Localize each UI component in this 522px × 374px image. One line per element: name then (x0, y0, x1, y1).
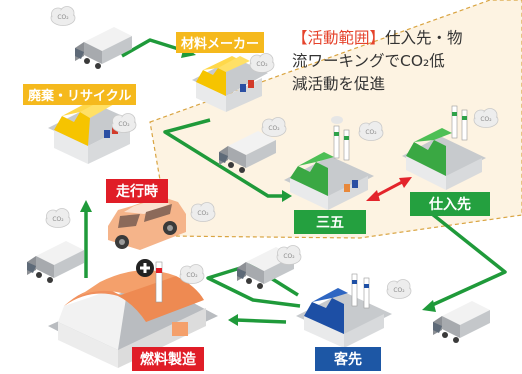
co2-cloud-label: CO₂ (480, 116, 492, 123)
co2-cloud-label: CO₂ (393, 287, 405, 294)
co2-cloud-label: CO₂ (283, 253, 295, 260)
co2-cloud-label: CO₂ (118, 121, 130, 128)
co2-cloud-labels: CO₂ CO₂ CO₂ CO₂ CO₂ CO₂ CO₂ CO₂ CO₂ CO₂ … (52, 14, 492, 294)
sango-factory-icon (284, 116, 374, 210)
label-customer: 客先 (315, 347, 381, 371)
label-supplier: 仕入先 (410, 192, 490, 216)
label-fuel-production: 燃料製造 (132, 347, 204, 371)
co2-cloud-label: CO₂ (197, 210, 209, 217)
truck-icon (433, 301, 490, 343)
label-materials-maker: 材料メーカー (176, 32, 265, 53)
plus-icon (136, 259, 154, 277)
co2-cloud-label: CO₂ (52, 216, 64, 223)
label-sango: 三五 (294, 210, 366, 234)
exchange-arrow (366, 177, 412, 201)
activity-scope-line1: 仕入先・物 (385, 29, 463, 47)
truck-icon (27, 241, 84, 283)
activity-scope-line3: 減活動を促進 (292, 75, 386, 93)
co2-cloud-label: CO₂ (57, 14, 69, 21)
customer-factory-icon (296, 273, 392, 348)
materials-maker-factory-icon (192, 56, 268, 112)
car-icon (108, 196, 186, 250)
co2-cloud-label: CO₂ (256, 61, 268, 68)
flow-arrowheads (80, 46, 436, 326)
co2-cloud-label: CO₂ (365, 129, 377, 136)
activity-scope-heading: 【活動範囲】 (292, 29, 386, 47)
flow-arrows (84, 38, 507, 324)
supplier-factory-icon (402, 105, 486, 190)
co2-cloud-label: CO₂ (186, 272, 198, 279)
label-disposal-recycle: 廃棄・リサイクル (23, 84, 137, 105)
activity-scope-text: 【活動範囲】仕入先・物 流ワーキングでCO₂低 減活動を促進 (292, 27, 502, 96)
activity-scope-line2: 流ワーキングでCO₂低 (292, 52, 445, 70)
label-driving: 走行時 (106, 179, 168, 203)
co2-cloud-label: CO₂ (268, 125, 280, 132)
truck-icon (75, 27, 132, 69)
